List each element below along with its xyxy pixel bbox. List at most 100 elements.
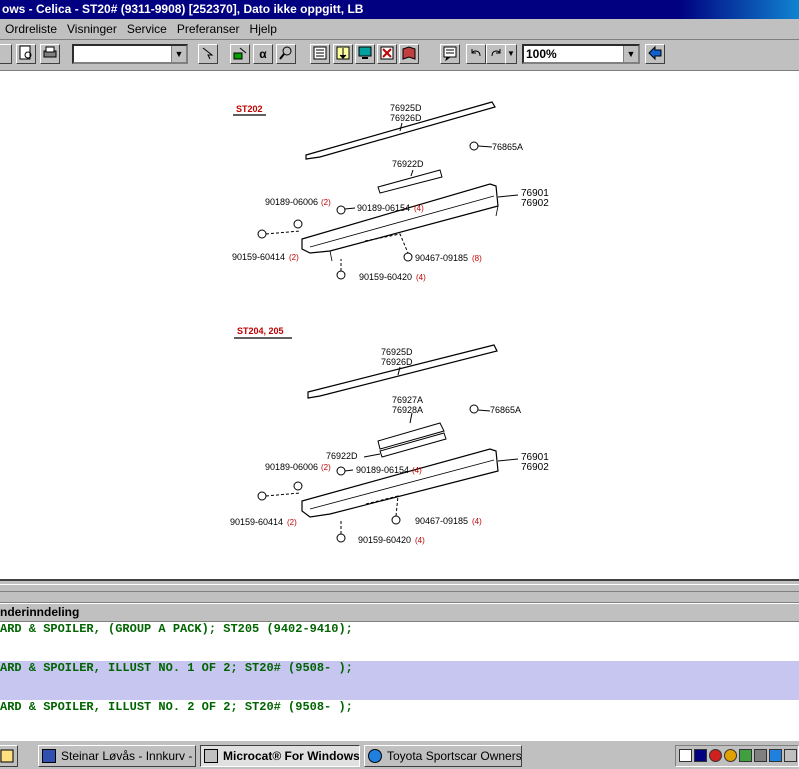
system-tray [675,745,799,767]
menu-ordreliste[interactable]: Ordreliste [5,22,58,36]
label-76922d[interactable]: 76922D [326,451,358,461]
part-drawing-76865a[interactable] [469,141,479,151]
task-button-browser[interactable]: Toyota Sportscar Owners ... [364,745,522,767]
label-90189-06154[interactable]: 90189-06154 [357,203,410,213]
label-76902[interactable]: 76902 [521,462,549,473]
part-drawing-76901[interactable] [301,183,499,254]
list-item[interactable]: ARD & SPOILER, ILLUST NO. 2 OF 2; ST20# … [0,700,799,739]
undo-icon[interactable] [466,44,486,64]
list-item-selected[interactable]: ARD & SPOILER, ILLUST NO. 1 OF 2; ST20# … [0,661,799,700]
quick-launch-icon[interactable] [0,745,18,767]
redo-icon[interactable] [486,44,506,64]
tray-settings-icon[interactable] [724,749,737,762]
delete-icon[interactable] [377,44,397,64]
leader-line [477,145,493,148]
chevron-down-icon[interactable]: ▼ [623,46,638,62]
part-drawing-76927a[interactable] [377,422,445,450]
label-90467-09185[interactable]: 90467-09185 [415,253,468,263]
part-drawing-90189-06006[interactable] [293,219,303,229]
part-drawing-76865a[interactable] [469,404,479,414]
task-button-microcat[interactable]: Microcat® For Windows ... [200,745,360,767]
label-90467-09185[interactable]: 90467-09185 [415,516,468,526]
menu-service[interactable]: Service [126,22,167,36]
part-drawing-90159-60414[interactable] [257,491,267,501]
list-item[interactable]: ARD & SPOILER, (GROUP A PACK); ST205 (94… [0,622,799,661]
app-icon [42,749,56,763]
back-arrow-icon[interactable] [645,44,665,64]
part-drawing-edge [309,459,495,510]
tray-app-icon[interactable] [679,749,692,762]
catalog-book-icon[interactable] [399,44,419,64]
menu-hjelp[interactable]: Hjelp [249,22,277,36]
qty-90159-60414: (2) [289,253,299,262]
pointer-tool-icon[interactable] [198,44,218,64]
notes-icon[interactable] [440,44,460,64]
task-button-email[interactable]: Steinar Løvås - Innkurv - L... [38,745,196,767]
label-90159-60414[interactable]: 90159-60414 [232,252,285,262]
label-76922d[interactable]: 76922D [392,159,424,169]
part-drawing-90189-06006[interactable] [293,481,303,491]
part-drawing-90467-09185[interactable] [403,252,413,262]
label-76925d[interactable]: 76925D [390,103,422,113]
part-drawing-76925d[interactable] [307,344,498,399]
tray-network-icon[interactable] [739,749,752,762]
label-76926d[interactable]: 76926D [381,357,413,367]
list-view-icon[interactable] [310,44,330,64]
tray-display-icon[interactable] [769,749,782,762]
leader-line [265,492,301,497]
label-90159-60414[interactable]: 90159-60414 [230,517,283,527]
label-76902[interactable]: 76902 [521,198,549,209]
label-76925d[interactable]: 76925D [381,347,413,357]
label-90189-06154[interactable]: 90189-06154 [356,465,409,475]
part-drawing-76922d[interactable] [379,432,447,458]
tray-volume-icon[interactable] [754,749,767,762]
menu-visninger[interactable]: Visninger [67,22,117,36]
search-icon[interactable] [276,44,296,64]
list-item-text: ARD & SPOILER, ILLUST NO. 2 OF 2; ST20# … [0,700,353,714]
qty-90189-06154: (4) [414,204,424,213]
monitor-icon[interactable] [355,44,375,64]
document-view-icon[interactable] [333,44,353,64]
label-76928a[interactable]: 76928A [392,405,423,415]
part-drawing-90159-60420[interactable] [336,270,346,280]
chevron-down-icon[interactable]: ▼ [171,46,186,62]
leader-line [397,366,401,376]
part-drawing-76901[interactable] [301,448,499,518]
leader-line [364,233,409,254]
print-preview-icon[interactable] [16,44,36,64]
qty-90189-06006: (2) [321,198,331,207]
label-90189-06006[interactable]: 90189-06006 [265,462,318,472]
label-90189-06006[interactable]: 90189-06006 [265,197,318,207]
label-76865a[interactable]: 76865A [490,405,521,415]
label-76901[interactable]: 76901 [521,452,549,463]
part-drawing-90189-06154[interactable] [336,205,346,215]
print-icon[interactable] [40,44,60,64]
parts-diagram: ST202 76925D 76926D 76922D 76901 76902 7… [0,71,799,579]
toolbar-edge-button[interactable] [0,44,12,64]
part-drawing-90189-06154[interactable] [336,466,346,476]
filter-combo[interactable]: ▼ [72,44,188,64]
bookmark-icon[interactable] [230,44,250,64]
zoom-select[interactable]: 100%▼ [522,44,640,64]
group-st204-205: ST204, 205 76925D 76926D 76927A 76928A 7… [230,326,549,545]
label-90159-60420[interactable]: 90159-60420 [359,272,412,282]
label-90159-60420[interactable]: 90159-60420 [358,535,411,545]
alpha-search-icon[interactable]: α [253,44,273,64]
label-76926d[interactable]: 76926D [390,113,422,123]
task-label: Toyota Sportscar Owners ... [387,749,522,763]
part-drawing-76922d[interactable] [377,169,443,194]
part-drawing-90159-60420[interactable] [336,533,346,543]
label-76901[interactable]: 76901 [521,188,549,199]
redo-dropdown-arrow[interactable]: ▼ [505,44,517,64]
menu-preferanser[interactable]: Preferanser [176,22,240,36]
pane-splitter[interactable] [0,579,799,603]
label-76865a[interactable]: 76865A [492,142,523,152]
list-header[interactable]: nderinndeling [0,604,799,622]
tray-antivirus-icon[interactable] [709,749,722,762]
part-drawing-90159-60414[interactable] [257,229,267,239]
tray-media-icon[interactable] [694,749,707,762]
qty-90189-06006: (2) [321,463,331,472]
part-drawing-90467-09185[interactable] [391,515,401,525]
tray-misc-icon[interactable] [784,749,797,762]
label-76927a[interactable]: 76927A [392,395,423,405]
